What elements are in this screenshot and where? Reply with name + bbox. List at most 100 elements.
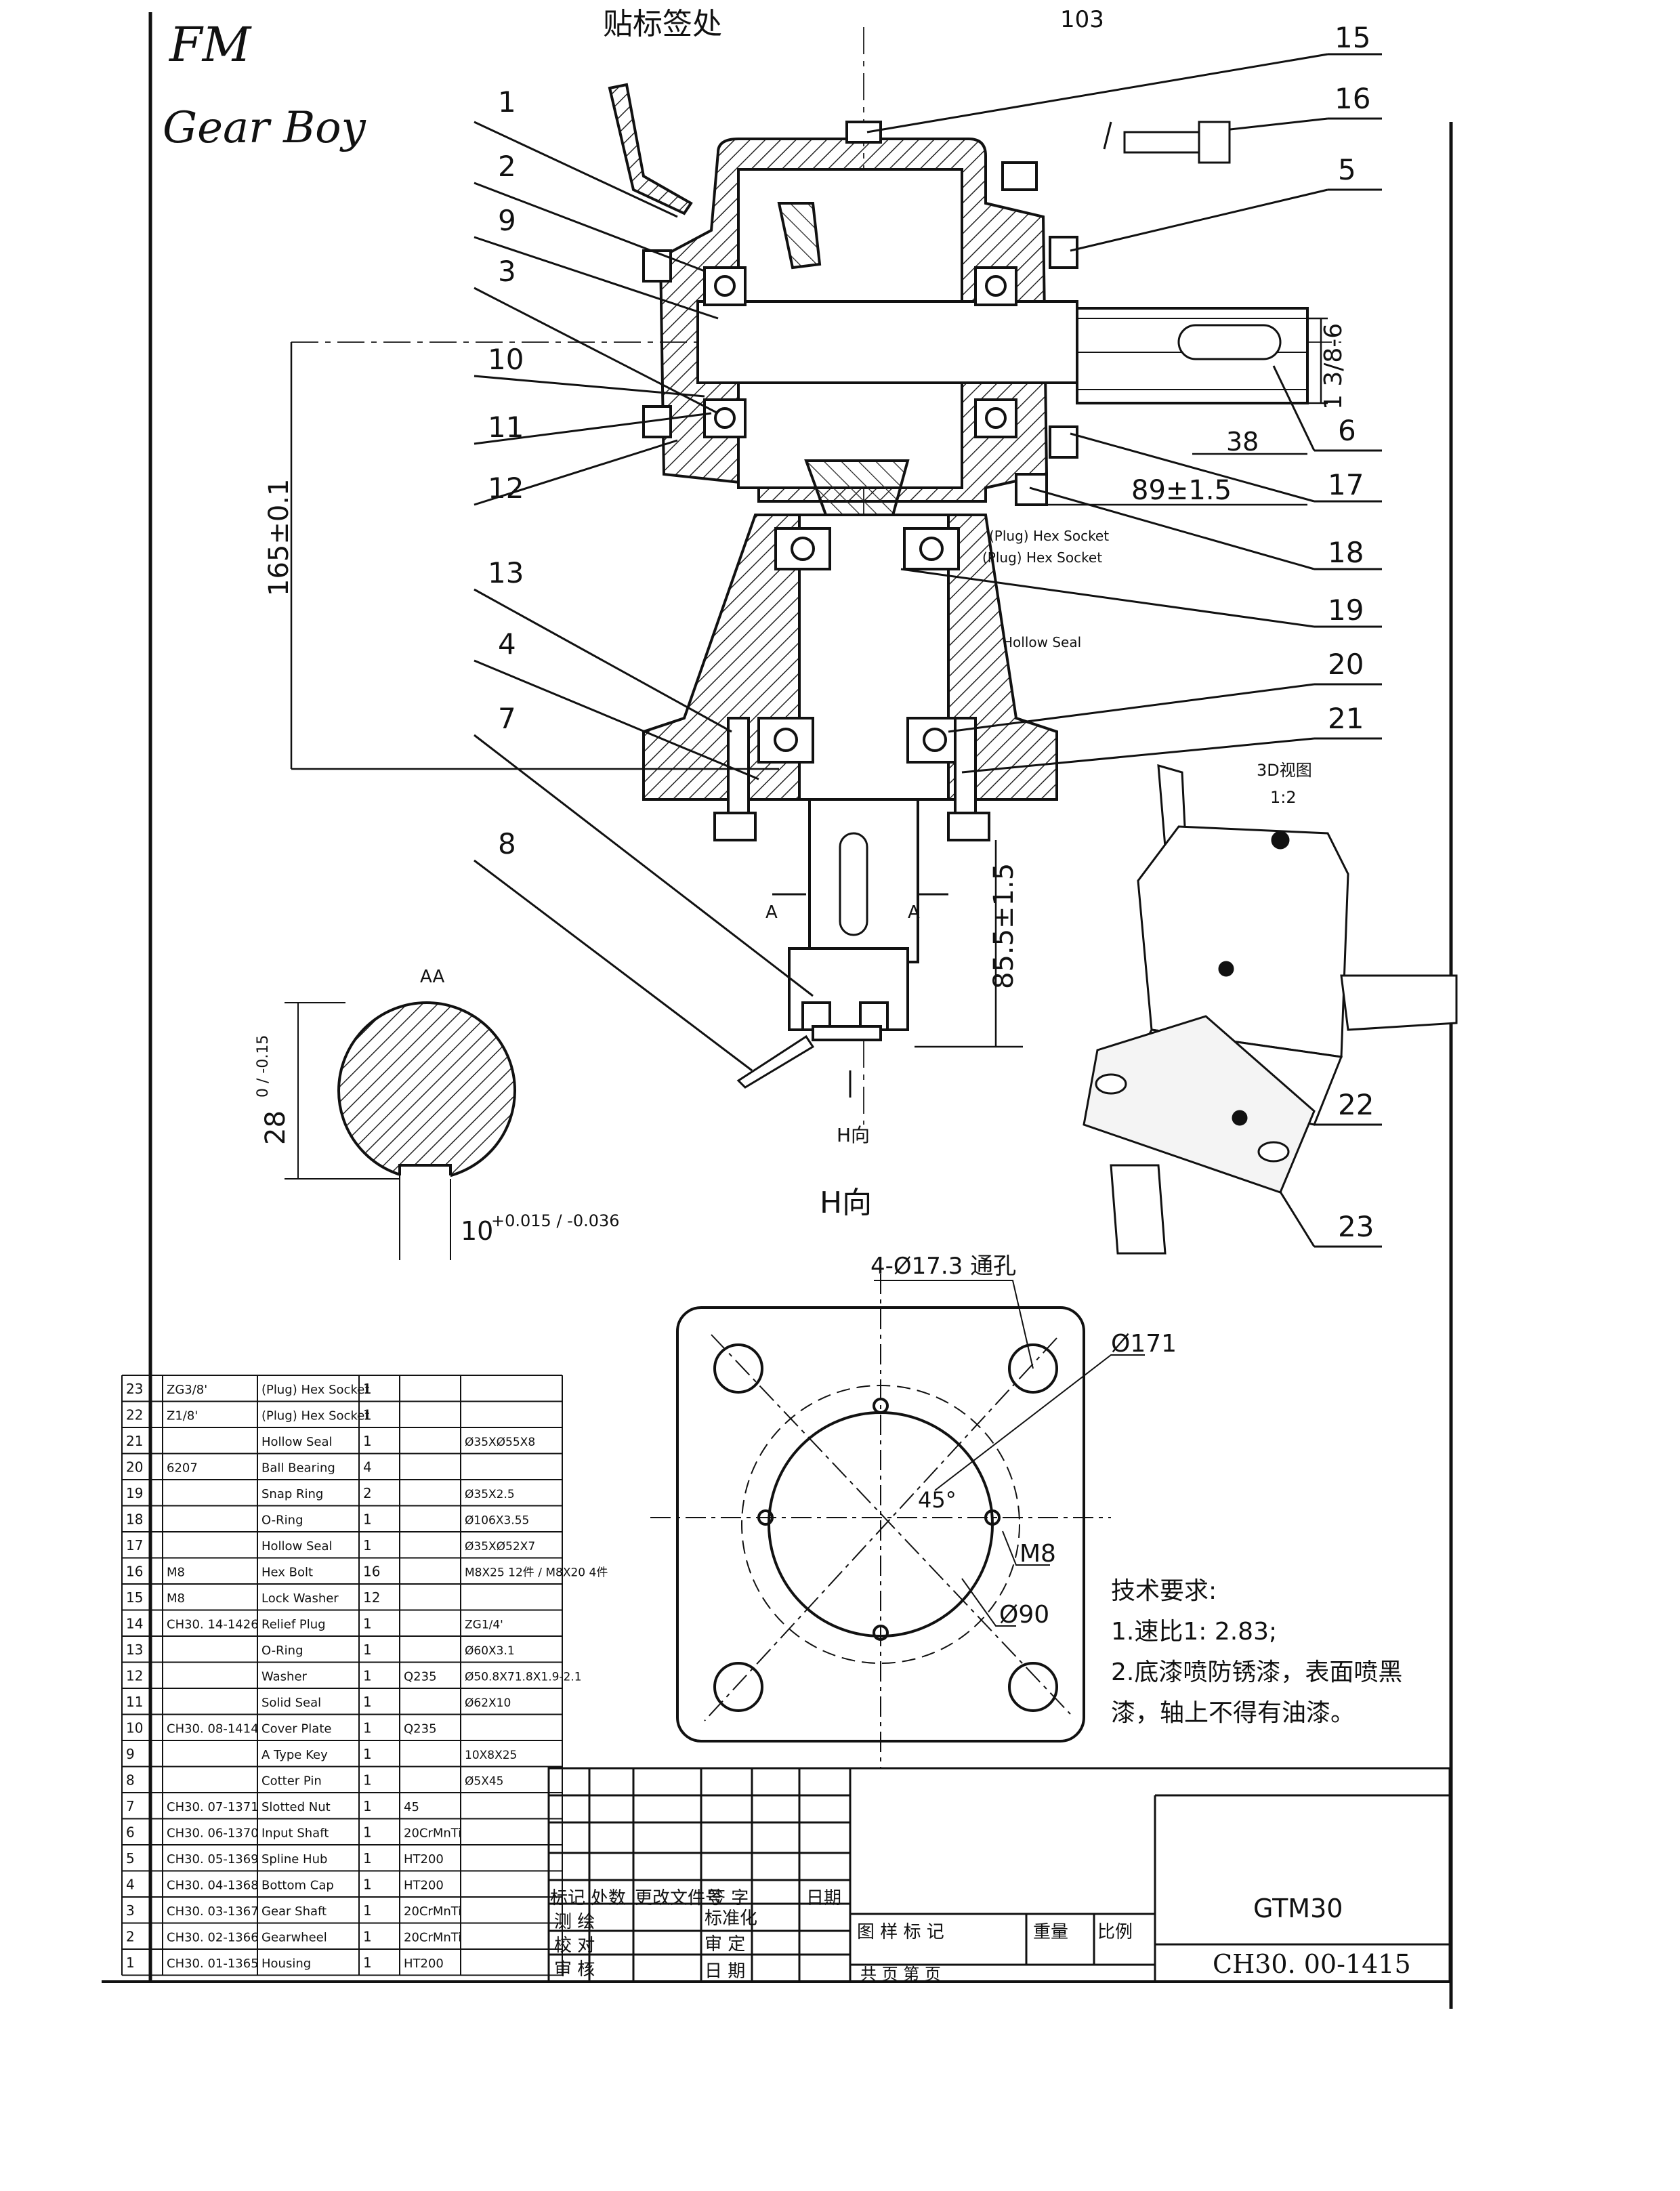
bom-cell-spec: 10X8X25 [465,1749,517,1762]
bom-cell-name: Cover Plate [261,1722,331,1736]
bom-cell-spec: Ø50.8X71.8X1.9-2.1 [465,1671,582,1684]
rev-header-date: 日期 [806,1888,841,1908]
bom-cell-name: Solid Seal [261,1696,321,1710]
bom-cell-name: Relief Plug [261,1618,326,1632]
bom-cell-qty: 1 [363,1824,372,1841]
rev-header-sign: 签 字 [708,1888,749,1908]
dim-89: 89±1.5 [1131,475,1232,506]
bom-cell-code: 6207 [167,1461,198,1476]
bom-cell-mat: Q235 [404,1722,437,1736]
bom-cell-spec: Ø5X45 [465,1775,503,1789]
label-area-note: 贴标签处 [603,7,722,41]
bom-cell-spec: M8X25 12件 / M8X20 4件 [465,1566,608,1580]
bom-cell-name: (Plug) Hex Socket [261,1383,369,1397]
bom-cell-code: CH30. 07-1371 [167,1800,259,1814]
dim-90: Ø90 [999,1601,1049,1629]
bom-cell-qty: 2 [363,1485,372,1501]
bom-cell-no: 9 [126,1746,135,1762]
bom-cell-code: CH30. 03-1367 [167,1904,259,1919]
bom-cell-code: CH30. 04-1368 [167,1879,259,1893]
bom-cell-qty: 1 [363,1381,372,1397]
role-survey: 测 绘 [554,1912,595,1932]
drawing-name: GTM30 [1253,1894,1343,1923]
balloon-18: 18 [1328,536,1364,569]
tech-line-3: 漆，轴上不得有油漆。 [1111,1699,1355,1727]
h-view-title: H向 [820,1186,872,1220]
bom-cell-spec: Ø60X3.1 [465,1644,515,1658]
title-block-text: 标记 处数 更改文件号 签 字 日期 测 绘 校 对 审 核 标准化 审 定 日… [550,1888,1411,1984]
scale-label: 比例 [1097,1922,1133,1942]
label-hollow-seal: Hollow Seal [1003,634,1081,650]
bom-cell-name: Cotter Pin [261,1774,322,1789]
dim-85: 85.5±1.5 [988,863,1020,989]
balloon-19: 19 [1328,593,1364,627]
view-3d: 3D视图 1:2 [1083,761,1458,1255]
bom-cell-mat: HT200 [404,1852,444,1866]
bom-cell-code: Z1/8' [167,1409,198,1423]
top-dimension: 103 [1060,6,1104,33]
bom-cell-mat: HT200 [404,1957,444,1971]
balloon-9: 9 [498,204,516,237]
dim-165: 165±0.1 [264,479,295,596]
bom-cell-no: 18 [126,1511,143,1528]
section-a-right: A [908,902,920,923]
balloon-7: 7 [498,702,516,735]
balloon-11: 11 [488,411,524,444]
balloon-16: 16 [1335,82,1370,115]
bom-cell-qty: 1 [363,1537,372,1553]
view-direction-h-small: H向 [837,1124,870,1146]
bom-cell-no: 14 [126,1616,143,1632]
dim-28-tol: 0 / -0.15 [255,1035,272,1098]
bom-cell-no: 21 [126,1433,143,1449]
rev-header-count: 处数 [591,1888,626,1908]
bom-cell-name: O-Ring [261,1514,303,1528]
tech-line-1: 1.速比1: 2.83; [1111,1618,1277,1646]
bom-cell-name: Hollow Seal [261,1539,333,1553]
bom-cell-no: 4 [126,1877,135,1893]
dim-m8: M8 [1020,1540,1056,1568]
bom-cell-qty: 1 [363,1668,372,1684]
bom-cell-name: Washer [261,1670,308,1684]
bom-cell-qty: 1 [363,1642,372,1658]
bom-cell-name: (Plug) Hex Socket [261,1409,369,1423]
bom-cell-qty: 1 [363,1955,372,1971]
dim-holes: 4-Ø17.3 通孔 [870,1253,1016,1280]
bom-cell-name: Spline Hub [261,1852,327,1866]
rev-header-doc: 更改文件号 [635,1888,723,1908]
balloon-4: 4 [498,627,516,661]
bom-cell-mat: 20CrMnTi [404,1827,461,1841]
balloon-2: 2 [498,150,516,183]
drawing-number: CH30. 00-1415 [1213,1949,1411,1979]
bom-cell-qty: 4 [363,1459,372,1476]
bom-cell-no: 2 [126,1929,135,1945]
section-aa-view: AA [285,967,516,1260]
balloon-23: 23 [1338,1210,1374,1243]
bom-cell-code: ZG3/8' [167,1383,207,1397]
bom-cell-code: M8 [167,1591,185,1606]
rev-header-mark: 标记 [550,1888,585,1908]
bom-cell-qty: 12 [363,1589,380,1606]
bom-cell-spec: Ø35XØ52X7 [465,1540,535,1553]
balloon-17: 17 [1328,468,1364,501]
bom-cell-spec: ZG1/4' [465,1619,503,1632]
bom-cell-mat: 45 [404,1800,419,1814]
bom-cell-name: Hex Bolt [261,1566,313,1580]
balloon-13: 13 [488,556,524,589]
bom-cell-spec: Ø35XØ55X8 [465,1436,535,1449]
bom-cell-qty: 1 [363,1798,372,1814]
view-3d-title: 3D视图 [1257,761,1312,780]
balloon-21: 21 [1328,702,1364,735]
section-a-left: A [765,902,778,923]
bom-cell-name: Hollow Seal [261,1435,333,1449]
dimensions-main [290,317,1328,1048]
bom-cell-no: 15 [126,1589,143,1606]
bom-cell-name: A Type Key [261,1748,328,1762]
bom-cell-name: Slotted Nut [261,1800,331,1814]
label-plug-1: (Plug) Hex Socket [989,528,1109,544]
dim-1-3-8: 1 3/8-6 [1320,323,1347,410]
bom-cell-name: Gear Shaft [261,1904,327,1919]
bom-cell-no: 1 [126,1955,135,1971]
handwritten-line2: Gear Boy [163,103,366,153]
bom-cell-no: 13 [126,1642,143,1658]
